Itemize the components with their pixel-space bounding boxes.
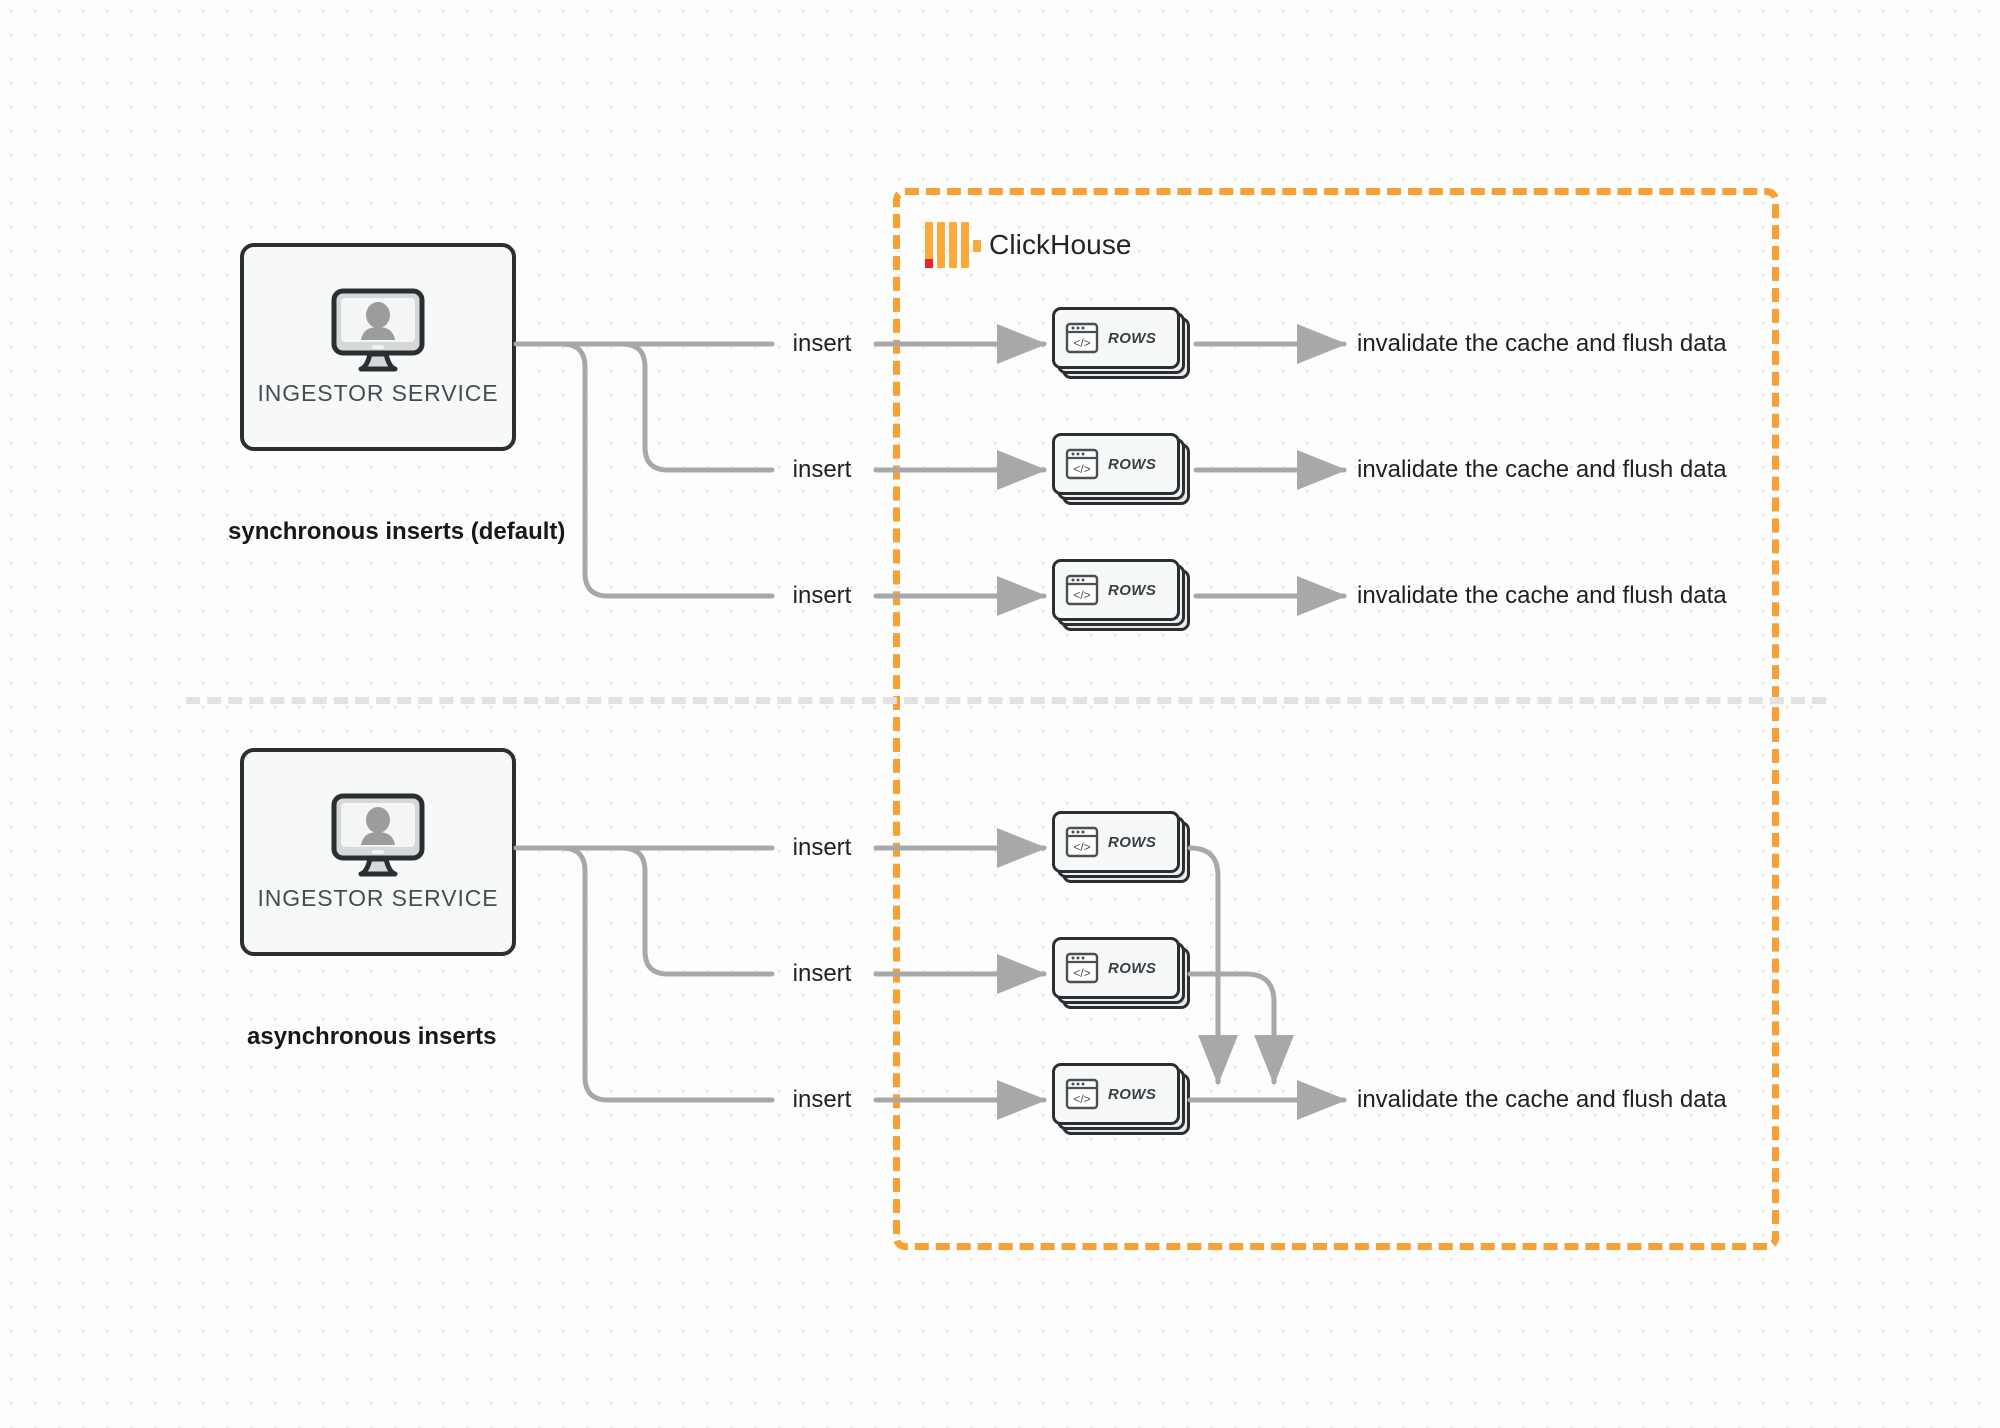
ingestor-service-sync[interactable]: INGESTOR SERVICE [240,243,516,451]
code-window-icon: </> [1065,574,1099,606]
edge-label-insert-sync-2: insert [792,456,852,483]
ingestor-service-sync-label: INGESTOR SERVICE [257,379,499,406]
svg-text:</>: </> [1073,840,1090,854]
rows-label: ROWS [1108,833,1157,851]
edge-label-insert-sync-1: insert [792,330,852,357]
rows-node-sync-2[interactable]: </> ROWS [1052,433,1192,507]
clickhouse-boundary [893,188,1779,1250]
wire-async-branch-row2 [587,845,775,977]
svg-text:</>: </> [1073,1092,1090,1106]
edge-label-insert-sync-3: insert [792,582,852,609]
rows-node-sync-1[interactable]: </> ROWS [1052,307,1192,381]
code-window-icon: </> [1065,322,1099,354]
edge-label-output-sync-2: invalidate the cache and flush data [1357,456,1727,483]
rows-node-sync-3[interactable]: </> ROWS [1052,559,1192,633]
code-window-icon: </> [1065,952,1099,984]
ingestor-service-async-label: INGESTOR SERVICE [257,884,499,911]
monitor-user-icon [331,288,425,371]
code-window-icon: </> [1065,448,1099,480]
edge-label-output-sync-1: invalidate the cache and flush data [1357,330,1727,357]
edge-label-insert-async-1: insert [792,834,852,861]
clickhouse-logo-icon [925,222,981,268]
rows-node-async-2[interactable]: </> ROWS [1052,937,1192,1011]
wire-async-branch-row3 [545,845,775,1103]
rows-node-async-3[interactable]: </> ROWS [1052,1063,1192,1137]
wire-sync-branch-row2 [587,341,775,473]
rows-label: ROWS [1108,959,1157,977]
wire-sync-branch-row3 [545,341,775,599]
edge-label-insert-async-3: insert [792,1086,852,1113]
rows-label: ROWS [1108,329,1157,347]
edge-label-insert-async-2: insert [792,960,852,987]
code-window-icon: </> [1065,826,1099,858]
section-caption-sync: synchronous inserts (default) [228,518,566,545]
code-window-icon: </> [1065,1078,1099,1110]
section-caption-async: asynchronous inserts [247,1023,497,1050]
ingestor-service-async[interactable]: INGESTOR SERVICE [240,748,516,956]
monitor-user-icon [331,793,425,876]
svg-text:</>: </> [1073,336,1090,350]
svg-text:</>: </> [1073,966,1090,980]
svg-text:</>: </> [1073,588,1090,602]
clickhouse-label: ClickHouse [989,229,1132,260]
rows-label: ROWS [1108,455,1157,473]
rows-label: ROWS [1108,1085,1157,1103]
edge-label-output-sync-3: invalidate the cache and flush data [1357,582,1727,609]
section-divider [186,697,1826,704]
rows-node-async-1[interactable]: </> ROWS [1052,811,1192,885]
rows-label: ROWS [1108,581,1157,599]
edge-label-output-async-merged: invalidate the cache and flush data [1357,1086,1727,1113]
svg-text:</>: </> [1073,462,1090,476]
clickhouse-brand: ClickHouse [925,222,1132,268]
